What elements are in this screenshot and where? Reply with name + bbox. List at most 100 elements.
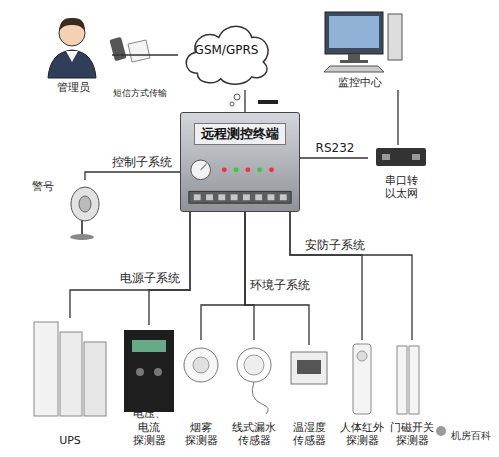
serial-converter bbox=[376, 148, 426, 166]
signal-bubble bbox=[230, 102, 234, 106]
node-text: GSM/GPRS bbox=[195, 43, 259, 58]
th-window bbox=[297, 360, 321, 374]
node-text: 管理员 bbox=[57, 81, 90, 95]
node-text: 人体红外 探测器 bbox=[340, 421, 384, 449]
status-led bbox=[234, 167, 239, 172]
person-hair bbox=[59, 18, 85, 31]
edge-label: 短信方式传输 bbox=[111, 88, 169, 99]
sensor-device: 线式漏水 传感器 bbox=[226, 340, 282, 448]
node-text: 线式漏水 传感器 bbox=[232, 421, 276, 449]
meter-knob bbox=[154, 368, 162, 376]
pir-lens bbox=[357, 351, 367, 361]
monitor-center: 监控中心 bbox=[315, 8, 405, 90]
connector-line bbox=[397, 90, 398, 145]
edge-label-holder: 控制子系统 bbox=[110, 151, 174, 170]
node-text: 电压、电流 探测器 bbox=[133, 407, 166, 448]
door-magnet bbox=[397, 346, 407, 414]
status-led bbox=[222, 167, 227, 172]
antenna bbox=[258, 100, 278, 104]
port-strip bbox=[189, 191, 291, 203]
ups-cabinet bbox=[84, 342, 106, 416]
terminal-port bbox=[218, 194, 225, 200]
edge-label: RS232 bbox=[314, 141, 357, 155]
ups-cabinet bbox=[60, 332, 82, 416]
door-magnet bbox=[409, 346, 419, 414]
edge-label-holder: RS232 bbox=[314, 137, 357, 156]
node-text: 串口转 以太网 bbox=[385, 174, 418, 202]
connector-line bbox=[201, 212, 245, 340]
monitor-frame bbox=[325, 12, 383, 54]
edge-label: 安防子系统 bbox=[303, 238, 367, 252]
smoke-detector-core bbox=[193, 357, 209, 373]
edge-label-holder: 短信方式传输 bbox=[111, 81, 169, 100]
person-collar bbox=[66, 51, 78, 62]
phone-icon bbox=[109, 37, 126, 61]
sensor-device: 烟雾 探测器 bbox=[178, 340, 224, 448]
edge-label: 电源子系统 bbox=[118, 271, 182, 285]
serial-device: 串口转 以太网 bbox=[368, 145, 434, 201]
edge-label: 控制子系统 bbox=[110, 155, 174, 169]
port bbox=[412, 154, 420, 160]
connector-line bbox=[290, 212, 412, 340]
leak-sensor bbox=[237, 348, 271, 382]
node-text: 远程测控终端 bbox=[194, 123, 286, 145]
node-text: 门磁开关 探测器 bbox=[390, 421, 434, 449]
terminal-port bbox=[231, 194, 238, 200]
terminal-port bbox=[255, 194, 262, 200]
leak-cable bbox=[252, 382, 268, 414]
leak-sensor-core bbox=[244, 355, 264, 375]
person-body bbox=[48, 50, 96, 78]
monitor-screen bbox=[329, 16, 379, 48]
keyboard bbox=[324, 66, 384, 72]
siren-base bbox=[70, 234, 94, 240]
port bbox=[382, 154, 390, 160]
connector-line bbox=[290, 212, 362, 340]
edge-label-holder: 安防子系统 bbox=[303, 234, 367, 253]
sensor-device: 门磁开关 探测器 bbox=[386, 340, 438, 448]
pir-detector bbox=[353, 344, 371, 414]
connector-line bbox=[112, 54, 178, 55]
ups-cabinet bbox=[34, 322, 58, 416]
meter-device: 电压、电流 探测器 bbox=[118, 325, 180, 448]
node-text: 温湿度 传感器 bbox=[293, 421, 326, 449]
node-text: UPS bbox=[59, 434, 81, 448]
node-text: 监控中心 bbox=[338, 76, 382, 90]
siren-device: 警号 bbox=[32, 180, 108, 242]
admin-icon: 管理员 bbox=[35, 10, 112, 95]
connector-line bbox=[85, 172, 180, 180]
sensor-device: 人体红外 探测器 bbox=[336, 340, 388, 448]
node-text: 警号 bbox=[32, 180, 54, 194]
cloud-outline bbox=[186, 26, 268, 84]
ups-device: UPS bbox=[30, 318, 110, 448]
th-sensor bbox=[291, 352, 327, 384]
connector-line bbox=[70, 212, 190, 318]
siren-horn bbox=[71, 187, 99, 221]
monitor-stand bbox=[348, 54, 360, 60]
free-label-holder: 机房百科 bbox=[449, 424, 493, 443]
watermark-text: 机房百科 bbox=[449, 430, 493, 442]
smoke-detector bbox=[184, 348, 218, 382]
sensor-device: 温湿度 传感器 bbox=[284, 345, 334, 448]
signal-bubble bbox=[234, 94, 240, 100]
terminal-port bbox=[194, 194, 201, 200]
edge-label-holder: 环境子系统 bbox=[248, 274, 312, 293]
terminal-box: 远程测控终端 bbox=[180, 112, 300, 212]
connector-line bbox=[245, 212, 254, 340]
edge-label: 环境子系统 bbox=[248, 278, 312, 292]
siren-center bbox=[79, 196, 91, 212]
status-led bbox=[245, 167, 250, 172]
terminal-port bbox=[268, 194, 275, 200]
meter-box bbox=[124, 330, 174, 412]
node-text: 烟雾 探测器 bbox=[185, 421, 218, 449]
status-led bbox=[257, 167, 262, 172]
meter-knob bbox=[136, 368, 144, 376]
status-led bbox=[269, 167, 274, 172]
terminal-port bbox=[243, 194, 250, 200]
network-cloud: GSM/GPRS bbox=[178, 15, 275, 90]
pc-tower bbox=[388, 14, 402, 60]
terminal-port bbox=[206, 194, 213, 200]
meter-display bbox=[132, 340, 166, 352]
monitor-base bbox=[340, 60, 368, 63]
edge-label-holder: 电源子系统 bbox=[118, 267, 182, 286]
